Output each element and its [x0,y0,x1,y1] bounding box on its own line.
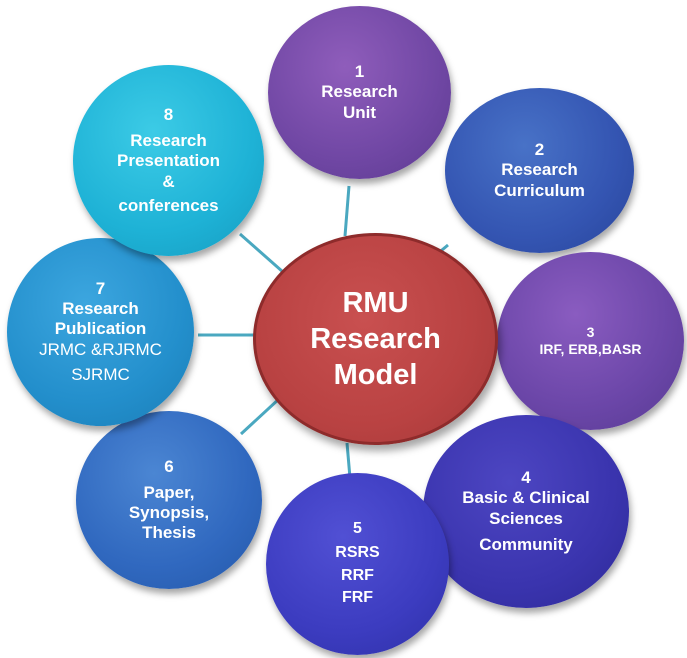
connector-6 [239,396,282,436]
node-rsrs-rrf-frf: 5 RSRS RRF FRF [266,473,449,655]
node-line: Research [501,160,578,180]
node-line: Research [62,299,139,319]
node-line: Research [321,82,398,102]
connector-5 [345,442,352,479]
node-line: Research [130,131,207,151]
node-line: & [162,171,175,191]
node-number: 1 [354,62,365,82]
node-line: IRF, ERB,BASR [539,341,642,357]
node-line: Sciences [489,508,563,528]
connector-8 [239,232,284,274]
node-research-unit: 1 Research Unit [268,6,451,179]
node-line: Unit [342,102,377,122]
node-line: SJRMC [71,364,130,384]
node-paper-synopsis-thesis: 6 Paper, Synopsis, Thesis [76,411,262,589]
center-rmu-research-model: RMU Research Model [253,233,498,445]
node-line: RRF [341,566,374,584]
node-line: conferences [118,195,219,215]
node-line: Basic & Clinical [462,488,590,508]
node-line: Presentation [117,151,220,171]
center-line: Research [310,322,441,355]
node-line: Paper, [143,482,195,502]
center-line: Model [333,359,418,392]
node-line: Synopsis, [128,503,210,522]
node-line: JRMC &RJRMC [39,339,162,359]
node-number: 3 [586,324,595,341]
connector-1 [343,185,351,237]
node-line: Community [479,534,573,554]
node-line: FRF [341,589,374,607]
center-line: RMU [342,286,409,319]
node-research-presentation: 8 Research Presentation & conferences [73,65,264,256]
node-research-publication: 7 Research Publication JRMC &RJRMC SJRMC [7,238,194,426]
node-number: 5 [353,519,362,537]
node-number: 4 [521,468,531,488]
node-line: RSRS [335,543,380,561]
node-number: 8 [163,105,174,125]
node-line: Thesis [142,523,196,543]
node-number: 6 [164,456,174,476]
node-research-curriculum: 2 Research Curriculum [445,88,634,253]
node-line: Curriculum [494,180,585,200]
node-number: 2 [534,140,545,160]
node-basic-clinical-sciences: 4 Basic & Clinical Sciences Community [423,415,629,608]
node-irf-erb-basr: 3 IRF, ERB,BASR [497,252,684,430]
node-number: 7 [95,279,106,299]
node-line: Publication [54,319,147,339]
